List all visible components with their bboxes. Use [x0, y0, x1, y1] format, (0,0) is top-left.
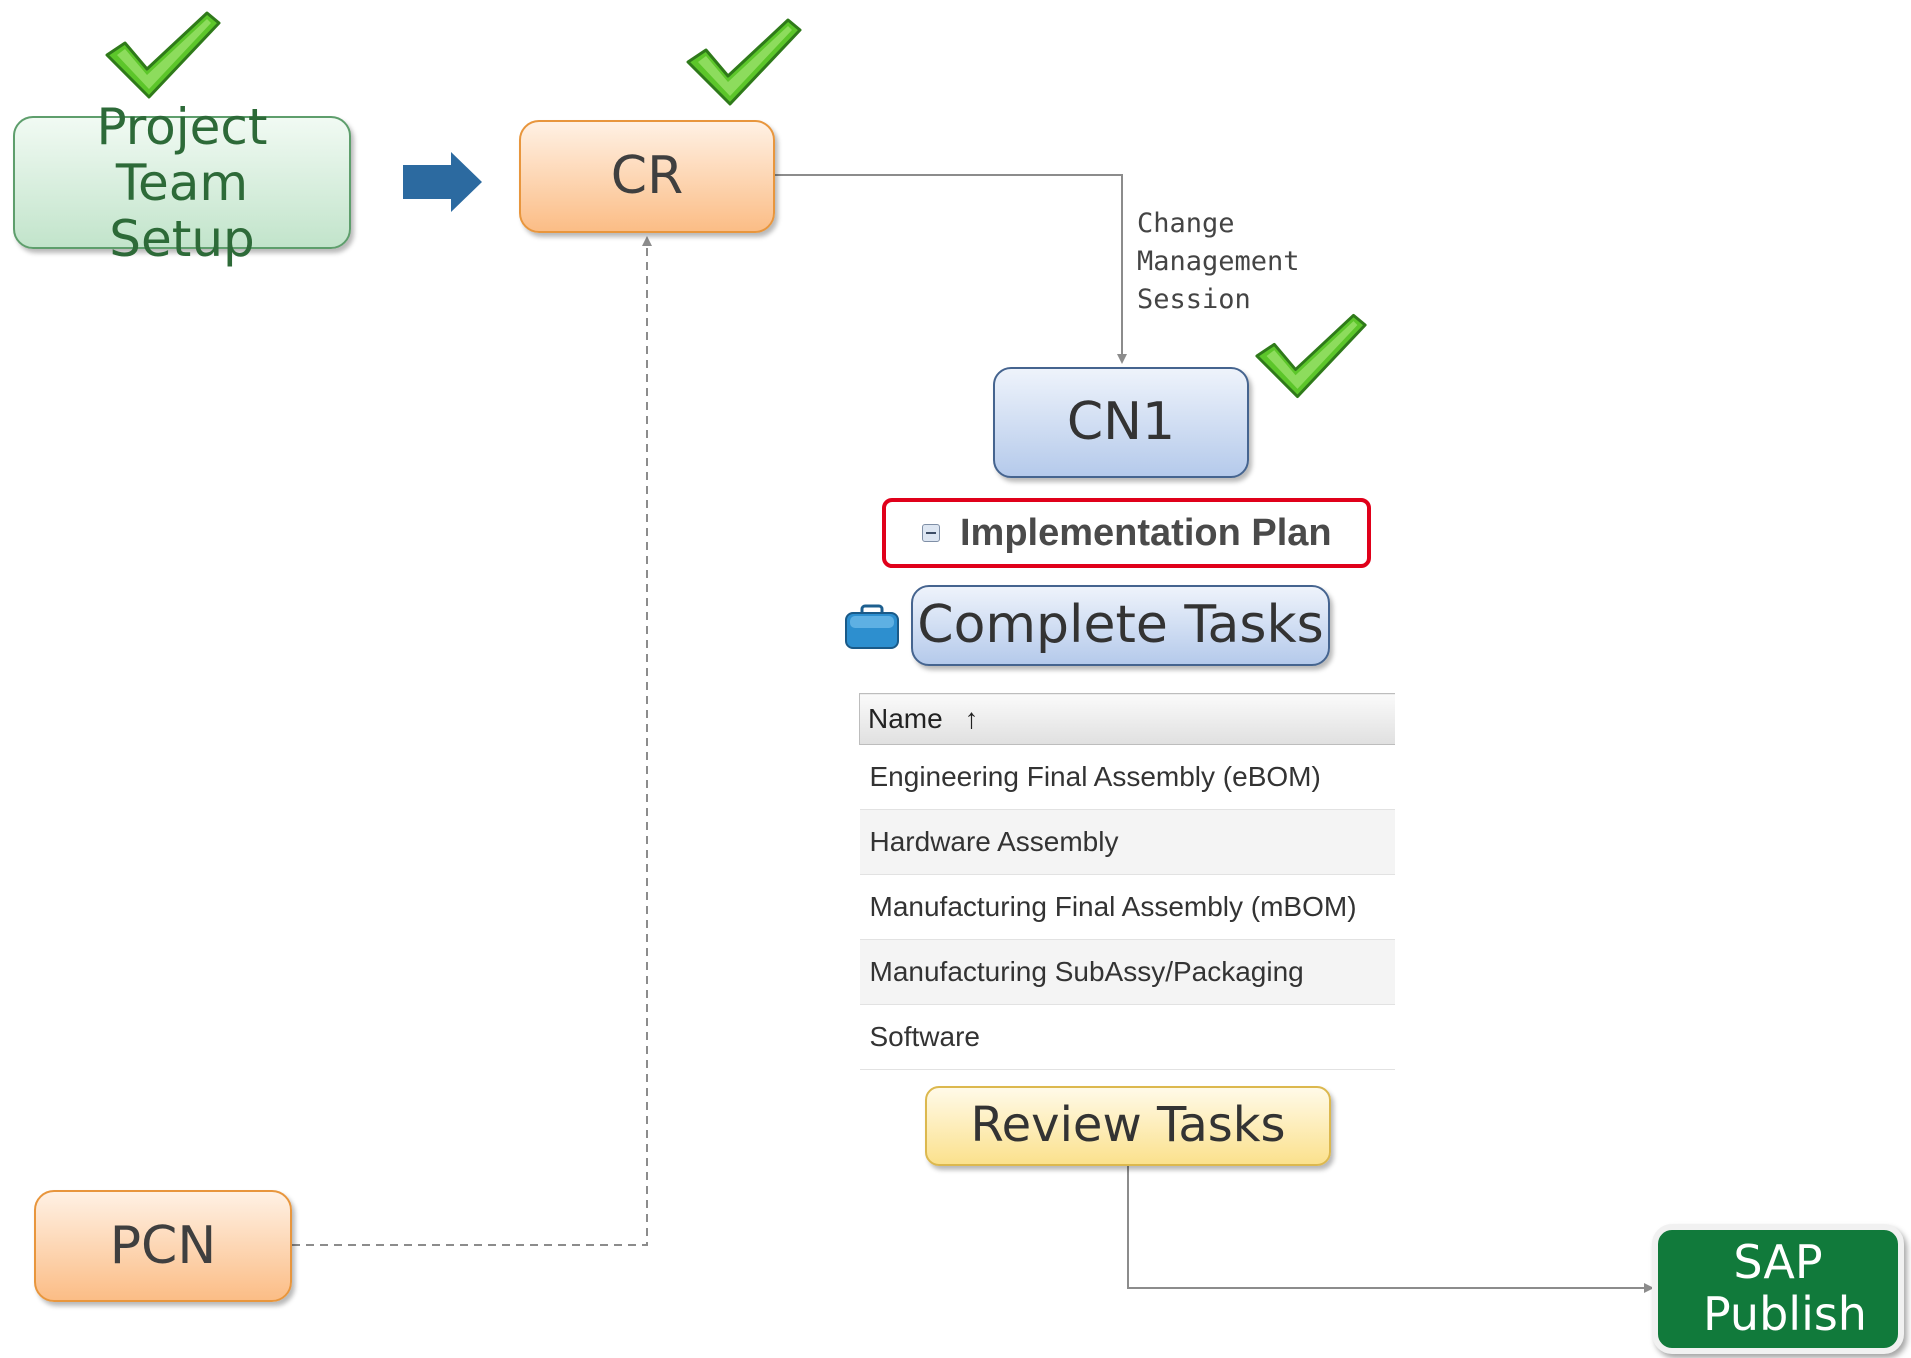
- cn1-label: CN1: [1066, 392, 1176, 453]
- table-row[interactable]: Manufacturing Final Assembly (mBOM): [859, 874, 1395, 940]
- connector-label-line: Change: [1137, 208, 1235, 239]
- name-column-header[interactable]: Name ↑: [859, 693, 1395, 745]
- connector-label-line: Management: [1137, 245, 1300, 277]
- table-row[interactable]: Engineering Final Assembly (eBOM): [859, 744, 1395, 810]
- minus-box-icon[interactable]: [922, 524, 940, 542]
- sap-publish-label: SAP Publish: [1703, 1235, 1867, 1341]
- review-tasks-label: Review Tasks: [970, 1097, 1286, 1154]
- name-header-label: Name: [868, 703, 943, 734]
- connector-pcn-to-cr: [292, 236, 652, 1246]
- tasks-table: Name ↑ Engineering Final Assembly (eBOM)…: [859, 693, 1395, 1070]
- table-row[interactable]: Manufacturing SubAssy/Packaging: [859, 939, 1395, 1005]
- connector-label-line: Session: [1137, 283, 1251, 315]
- review-tasks-node: Review Tasks: [925, 1086, 1331, 1166]
- change-management-session-label: Change Management Session: [1137, 205, 1300, 318]
- complete-tasks-label: Complete Tasks: [917, 595, 1324, 656]
- table-row[interactable]: Hardware Assembly: [859, 809, 1395, 875]
- complete-tasks-node: Complete Tasks: [911, 585, 1330, 666]
- project-team-setup-node: Project Team Setup: [13, 99, 351, 267]
- checkmark-icon: [105, 11, 221, 99]
- table-row[interactable]: Software: [859, 1004, 1395, 1070]
- task-name-cell: Software: [859, 1004, 1395, 1070]
- cn1-node: CN1: [993, 367, 1249, 478]
- sort-ascending-icon: ↑: [964, 703, 979, 734]
- task-name-cell: Manufacturing SubAssy/Packaging: [859, 939, 1395, 1005]
- checkmark-icon: [686, 18, 802, 106]
- checkmark-icon: [1255, 313, 1367, 399]
- connector-cr-to-cn1: [775, 174, 1127, 364]
- briefcase-icon: [845, 604, 899, 649]
- implementation-plan-header[interactable]: Implementation Plan: [882, 498, 1371, 568]
- task-name-cell: Engineering Final Assembly (eBOM): [859, 744, 1395, 810]
- task-name-cell: Hardware Assembly: [859, 809, 1395, 875]
- pcn-node: PCN: [34, 1190, 292, 1302]
- connector-review-to-sap: [1127, 1166, 1654, 1293]
- task-name-cell: Manufacturing Final Assembly (mBOM): [859, 874, 1395, 940]
- sap-publish-node: SAP Publish: [1652, 1224, 1904, 1354]
- cr-node: CR: [519, 120, 775, 233]
- project-team-setup-label: Project Team Setup: [96, 97, 268, 268]
- right-arrow-icon: [403, 152, 482, 212]
- pcn-label: PCN: [109, 1215, 217, 1276]
- implementation-plan-title: Implementation Plan: [960, 511, 1332, 554]
- cr-label: CR: [610, 146, 684, 207]
